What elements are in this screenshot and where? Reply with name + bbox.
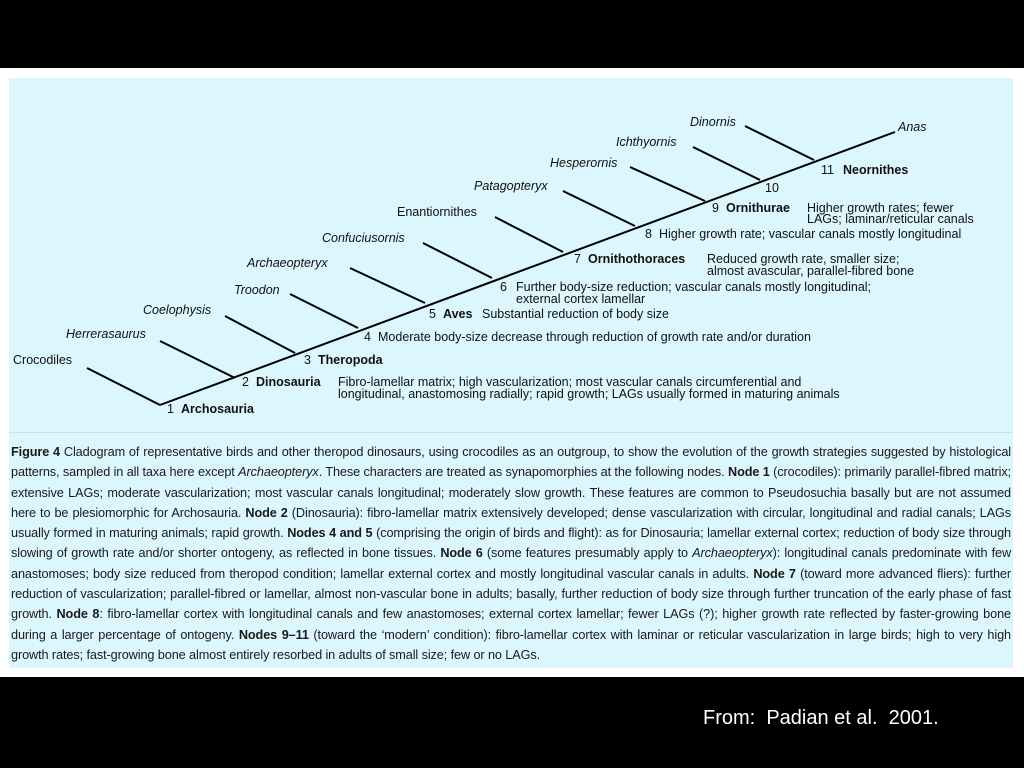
node-9-description: Higher growth rates; fewer: [807, 201, 954, 215]
taxon-dinornis: Dinornis: [690, 115, 736, 129]
node-4-number: 4: [364, 330, 371, 344]
taxon-hesperornis: Hesperornis: [550, 156, 617, 170]
node-9-name: Ornithurae: [726, 201, 790, 215]
taxon-confuciusornis: Confuciusornis: [322, 231, 405, 245]
taxon-archaeopteryx: Archaeopteryx: [246, 256, 328, 270]
caption-node-label: Node 7: [753, 566, 796, 581]
figure-caption: Figure 4 Cladogram of representative bir…: [11, 442, 1011, 665]
node-5-name: Aves: [443, 307, 472, 321]
caption-figure-label: Figure 4: [11, 445, 61, 459]
node-5-number: 5: [429, 307, 436, 321]
branch-herrerasaurus: [159, 340, 236, 379]
branch-crocodiles: [86, 367, 161, 406]
caption-text: (some features presumably apply to: [482, 546, 693, 561]
node-3-number: 3: [304, 353, 311, 367]
caption-text: (toward more advanced fliers): further r…: [11, 566, 1012, 622]
node-5-description: Substantial reduction of body size: [482, 307, 669, 321]
node-7-description-cont: almost avascular, parallel-fibred bone: [707, 264, 914, 278]
taxon-ichthyornis: Ichthyornis: [616, 135, 676, 149]
node-8-number: 8: [645, 227, 652, 241]
caption-text: (toward the ‘modern’ condition): fibro-l…: [11, 627, 1011, 662]
node-1-name: Archosauria: [181, 402, 255, 416]
branch-confuciusornis: [422, 242, 493, 279]
node-7-number: 7: [574, 252, 581, 266]
branch-enantiornithes: [494, 216, 564, 253]
node-9-description-cont: LAGs; laminar/reticular canals: [807, 212, 974, 226]
node-2-description: Fibro-lamellar matrix; high vascularizat…: [338, 375, 801, 389]
node-2-name: Dinosauria: [256, 375, 322, 389]
taxon-coelophysis: Coelophysis: [143, 303, 211, 317]
branch-hesperornis: [629, 166, 706, 202]
caption-text: : fibro-lamellar cortex with longitudina…: [11, 607, 1011, 642]
node-6-description-cont: external cortex lamellar: [516, 292, 645, 306]
node-9-number: 9: [712, 201, 719, 215]
node-2-description-cont: longitudinal, anastomosing radially; rap…: [338, 387, 840, 401]
caption-node-label: Node 8: [56, 607, 100, 622]
caption-node-label: Nodes 4 and 5: [287, 526, 373, 541]
node-11-number: 11: [821, 163, 834, 177]
node-1-number: 1: [167, 402, 174, 416]
node-8-description: Higher growth rate; vascular canals most…: [659, 227, 961, 241]
caption-node-label: Nodes 9–11: [238, 627, 309, 642]
taxon-patagopteryx: Patagopteryx: [474, 179, 548, 193]
caption-text: (Dinosauria): fibro-lamellar matrix exte…: [11, 505, 1011, 541]
node-2-number: 2: [242, 375, 249, 389]
branch-archaeopteryx: [349, 267, 426, 304]
node-11-name: Neornithes: [843, 163, 908, 177]
taxon-enantiornithes: Enantiornithes: [397, 205, 477, 219]
branch-coelophysis: [224, 315, 296, 354]
caption-node-label: Node 2: [245, 505, 288, 520]
branch-patagopteryx: [562, 190, 636, 227]
caption-text: . These characters are treated as synapo…: [318, 465, 729, 480]
caption-taxon: Archaeopteryx: [238, 465, 319, 480]
caption-node-label: Node 6: [440, 546, 483, 561]
caption-taxon: Archaeopteryx: [692, 546, 773, 561]
taxon-crocodiles: Crocodiles: [13, 353, 72, 367]
branch-dinornis: [744, 125, 815, 161]
caption-text: Cladogram of representative birds and ot…: [11, 445, 1011, 480]
taxon-troodon: Troodon: [234, 283, 280, 297]
node-4-description: Moderate body-size decrease through redu…: [378, 330, 811, 344]
taxon-herrerasaurus: Herrerasaurus: [66, 327, 146, 341]
caption-text: (comprising the origin of birds and flig…: [11, 526, 1011, 561]
caption-text: ): longitudinal canals predominate with …: [11, 546, 1012, 581]
source-credit: From: Padian et al. 2001.: [703, 707, 939, 729]
caption-divider: [9, 432, 1013, 433]
node-10-number: 10: [765, 181, 779, 195]
branch-ichthyornis: [692, 146, 761, 181]
node-6-number: 6: [500, 280, 507, 294]
branch-troodon: [289, 293, 359, 329]
node-6-description: Further body-size reduction; vascular ca…: [516, 280, 871, 294]
cladogram-spine: [159, 131, 896, 406]
node-3-name: Theropoda: [318, 353, 384, 367]
caption-node-label: Node 1: [728, 465, 770, 480]
taxon-anas: Anas: [897, 120, 927, 134]
caption-text: (crocodiles): primarily parallel-fibred …: [11, 465, 1012, 520]
node-7-description: Reduced growth rate, smaller size;: [707, 252, 899, 266]
node-7-name: Ornithothoraces: [588, 252, 685, 266]
figure-panel: [9, 78, 1013, 668]
